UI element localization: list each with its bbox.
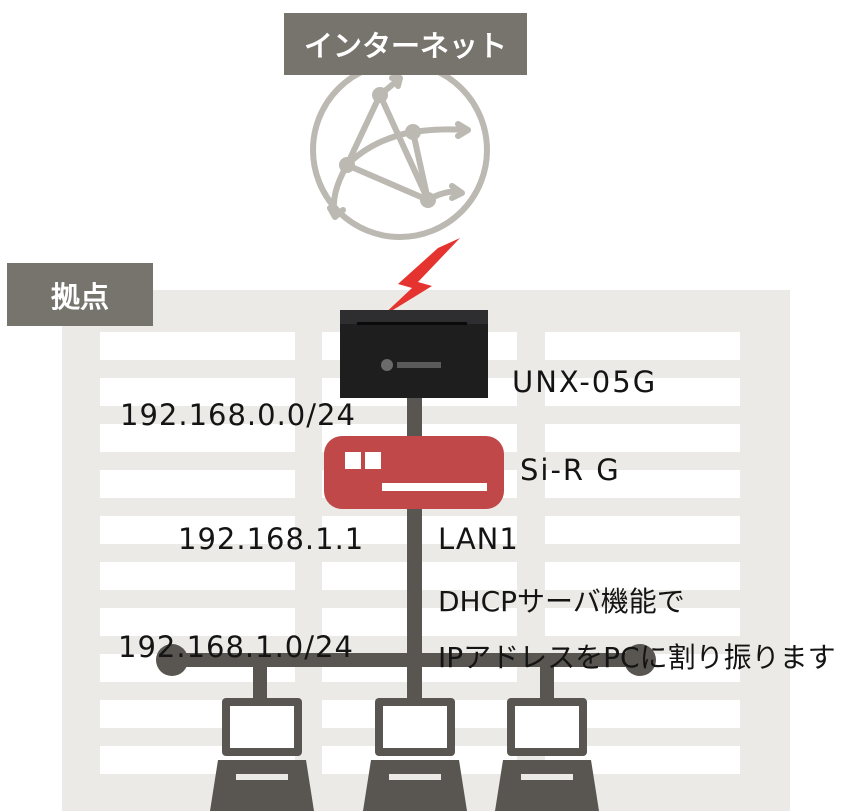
laptop-icon: [210, 698, 314, 811]
globe-network-icon: [310, 60, 490, 240]
laptop-icon: [495, 698, 599, 811]
router-model-label: Si-R G: [520, 453, 621, 487]
dhcp-note-line2: IPアドレスをPCに割り振ります: [438, 641, 836, 674]
dhcp-note-line1: DHCPサーバ機能で: [438, 585, 685, 618]
wan-network-address: 192.168.0.0/24: [120, 398, 356, 432]
modem-model-label: UNX-05G: [512, 365, 658, 399]
router-ip-address: 192.168.1.1: [178, 522, 365, 556]
lan-network-address: 192.168.1.0/24: [118, 630, 354, 664]
router-device-icon: [324, 436, 504, 509]
lightning-icon: [380, 238, 460, 318]
internet-label: インターネット: [284, 13, 527, 75]
site-label: 拠点: [7, 263, 153, 326]
laptop-icon: [363, 698, 467, 811]
modem-device-icon: [340, 310, 488, 398]
interface-label: LAN1: [438, 522, 519, 556]
lan-bus-line: [156, 644, 656, 700]
